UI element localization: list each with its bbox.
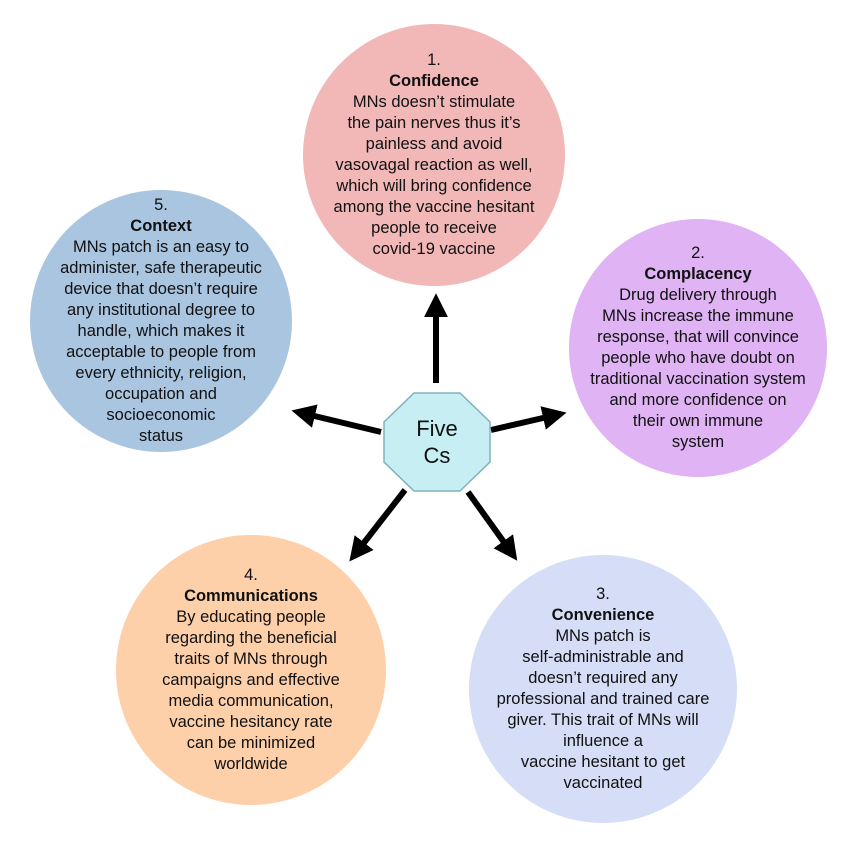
convenience-title: Convenience: [551, 606, 655, 624]
complacency-number: 2.: [691, 244, 705, 262]
context-circle: 5. Context MNs patch is an easy to admin…: [30, 190, 292, 452]
complacency-text: Drug delivery through MNs increase the i…: [590, 286, 806, 451]
arrow-to-communications: [349, 488, 408, 562]
confidence-title: Confidence: [389, 72, 479, 90]
complacency-title: Complacency: [644, 265, 752, 283]
convenience-text: MNs patch is self-administrable and does…: [496, 627, 710, 792]
arrow-to-convenience: [465, 490, 518, 561]
convenience-number: 3.: [596, 585, 610, 603]
communications-number: 4.: [244, 566, 258, 584]
center-label: Five Cs: [383, 392, 491, 492]
communications-title: Communications: [184, 587, 318, 605]
confidence-circle: 1. Confidence MNs doesn’t stimulate the …: [303, 24, 565, 286]
communications-text: By educating people regarding the benefi…: [162, 608, 340, 773]
arrow-to-complacency: [490, 406, 567, 433]
octagon-shape: [383, 392, 491, 492]
center-label-line1: Five: [416, 416, 458, 441]
center-octagon: [383, 392, 491, 492]
context-text: MNs patch is an easy to administer, safe…: [60, 238, 262, 445]
center-label-line2: Cs: [423, 443, 451, 468]
complacency-circle: 2. Complacency Drug delivery through MNs…: [569, 219, 827, 477]
communications-circle: 4. Communications By educating people re…: [116, 535, 386, 805]
context-number: 5.: [154, 196, 168, 214]
arrow-to-context: [291, 404, 382, 435]
context-title: Context: [130, 217, 192, 235]
convenience-circle: 3. Convenience MNs patch is self-adminis…: [469, 555, 737, 823]
confidence-number: 1.: [427, 51, 441, 69]
confidence-text: MNs doesn’t stimulate the pain nerves th…: [333, 93, 535, 258]
